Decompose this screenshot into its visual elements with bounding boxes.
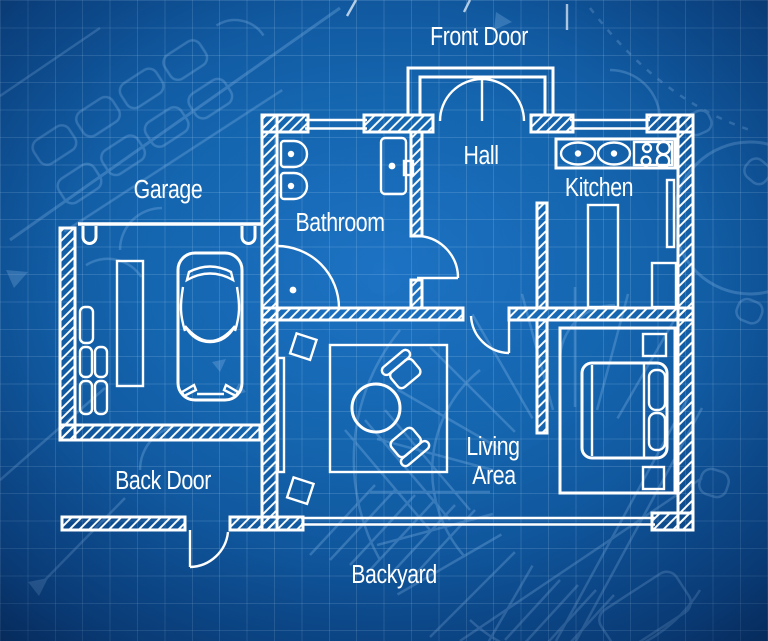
wall-mid-a — [260, 306, 465, 322]
radiator — [276, 356, 286, 474]
wall-backdoor-b — [228, 515, 305, 532]
label-living-area-1: Living — [466, 432, 519, 462]
kitchen-counter — [554, 137, 677, 170]
car — [176, 251, 244, 402]
pillow — [647, 368, 667, 412]
label-back-door: Back Door — [115, 466, 211, 496]
wall-bedroom-divider — [535, 318, 549, 435]
chair — [389, 426, 431, 468]
bathroom-fixtures — [276, 136, 415, 309]
label-living-area-2: Area — [472, 461, 516, 491]
wall-top-b — [362, 113, 435, 134]
round-table — [350, 382, 402, 434]
nightstand — [641, 465, 666, 491]
nightstand — [641, 332, 668, 358]
garage-door — [78, 222, 261, 245]
label-front-door: Front Door — [430, 22, 528, 52]
wall-right — [676, 113, 695, 532]
wall-garage-bottom — [58, 423, 262, 442]
bed — [580, 361, 669, 460]
label-hall: Hall — [463, 141, 498, 171]
living-area-furniture — [276, 331, 449, 506]
front-door-arc — [438, 77, 526, 122]
front-porch — [406, 66, 555, 116]
workbench — [115, 259, 145, 388]
wall-bathroom-a — [409, 130, 424, 238]
bedroom-floor — [558, 326, 677, 495]
floor-cushion — [285, 475, 316, 506]
hall-living-door — [469, 314, 511, 355]
floor-cushion — [288, 331, 319, 362]
label-kitchen: Kitchen — [565, 173, 633, 203]
counter-edge — [665, 178, 676, 249]
bathroom-sink — [279, 139, 309, 169]
bathroom-sink — [279, 171, 309, 201]
wall-mid-b — [507, 306, 695, 322]
pillow — [647, 411, 667, 452]
label-backyard: Backyard — [351, 560, 437, 590]
shower — [276, 244, 341, 309]
kitchen-fixtures — [554, 137, 678, 309]
windows — [301, 118, 655, 526]
wall-kitchen-divider — [535, 201, 549, 310]
fridge — [586, 203, 620, 309]
bathroom-door — [417, 234, 460, 280]
wall-left — [260, 113, 279, 532]
room-labels: Front Door Hall Kitchen Garage Bathroom … — [115, 22, 633, 590]
storage-boxes — [78, 305, 109, 416]
garage-contents — [78, 251, 244, 416]
wall-top-c — [529, 113, 575, 134]
label-bathroom: Bathroom — [295, 208, 384, 238]
wall-bathroom-b — [409, 278, 424, 310]
back-door-swing — [188, 530, 230, 569]
wall-garage-left — [58, 226, 77, 442]
chair — [380, 348, 422, 390]
bedroom-furniture — [558, 326, 677, 495]
stove-burners — [640, 140, 671, 169]
wall-corner-bottom-right — [650, 511, 695, 532]
walls — [58, 113, 695, 532]
wall-backdoor-a — [60, 515, 187, 532]
label-garage: Garage — [134, 175, 203, 205]
house-plan — [58, 66, 695, 569]
kitchen-cabinet — [650, 261, 678, 309]
toilet — [379, 136, 415, 196]
rug — [328, 343, 449, 474]
